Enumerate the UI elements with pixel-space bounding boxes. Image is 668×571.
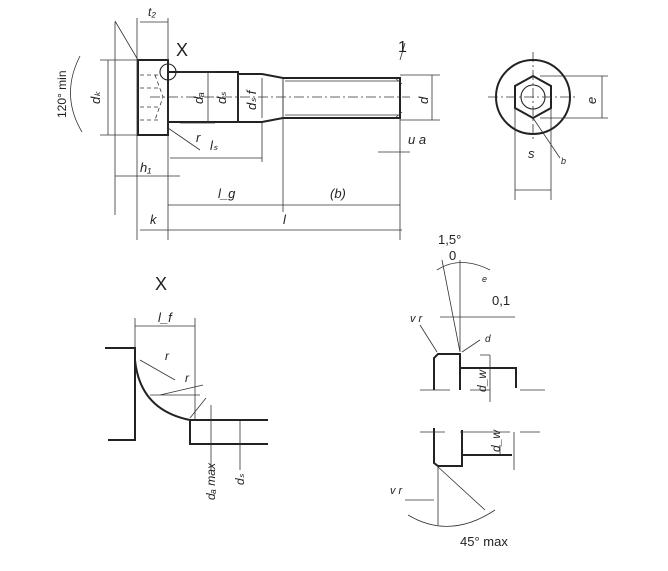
label-ls: lₛ xyxy=(210,138,218,153)
main-view-labels: t₂ X 1 120° min dₖ dₐ dₛ dₛ f d r lₛ u a… xyxy=(55,5,431,227)
label-item-1: 1 xyxy=(398,39,407,56)
thread xyxy=(282,77,403,119)
label-e: e xyxy=(584,97,599,104)
label-vr-bottom: v r xyxy=(390,485,404,497)
label-zero: 0 xyxy=(449,248,456,263)
label-dw-top: d_w xyxy=(475,369,489,392)
label-ds-detail: dₛ xyxy=(233,473,247,485)
label-d: d xyxy=(416,96,431,104)
label-r2: r xyxy=(185,371,190,385)
detail-x-title: X xyxy=(155,274,167,294)
label-1-5-deg: 1,5° xyxy=(438,232,461,247)
dimension-lines xyxy=(100,18,440,240)
label-x: X xyxy=(176,40,188,60)
hex-socket-hidden xyxy=(140,74,164,121)
label-r: r xyxy=(196,130,201,145)
detail-edge: 1,5° 0 e 0,1 v r d d_w d_w v r 45° max xyxy=(390,232,545,549)
label-u: u a xyxy=(408,132,426,147)
leader-1 xyxy=(399,42,406,61)
label-lf: l_f xyxy=(158,310,173,325)
angle-arc xyxy=(70,55,83,133)
label-vr-top: v r xyxy=(410,313,424,325)
screw-end-view: e s b xyxy=(488,52,608,200)
label-e-note: e xyxy=(482,274,487,284)
label-k: k xyxy=(150,212,158,227)
label-s: s xyxy=(528,146,535,161)
label-da: dₐ xyxy=(191,92,206,104)
label-ds-f: dₛ f xyxy=(244,89,259,110)
label-b: (b) xyxy=(330,186,346,201)
label-b-note: b xyxy=(561,156,566,166)
label-r1: r xyxy=(165,349,170,363)
label-l: l xyxy=(283,212,287,227)
label-dk: dₖ xyxy=(88,91,103,104)
label-lg: l_g xyxy=(218,186,236,201)
label-ds: dₛ xyxy=(214,92,229,104)
label-120-min: 120° min xyxy=(55,71,69,119)
detail-x: X l_f r r dₐ max dₛ xyxy=(105,274,268,500)
label-dw-bottom: d_w xyxy=(489,429,503,452)
label-45-max: 45° max xyxy=(460,534,508,549)
screw-head xyxy=(137,59,169,136)
label-da-max: dₐ max xyxy=(204,462,218,500)
label-d-note: d xyxy=(485,334,491,345)
label-h1: h₁ xyxy=(140,160,151,175)
screw-side-view xyxy=(70,18,440,240)
label-t2: t₂ xyxy=(148,5,156,19)
label-0-1: 0,1 xyxy=(492,293,510,308)
